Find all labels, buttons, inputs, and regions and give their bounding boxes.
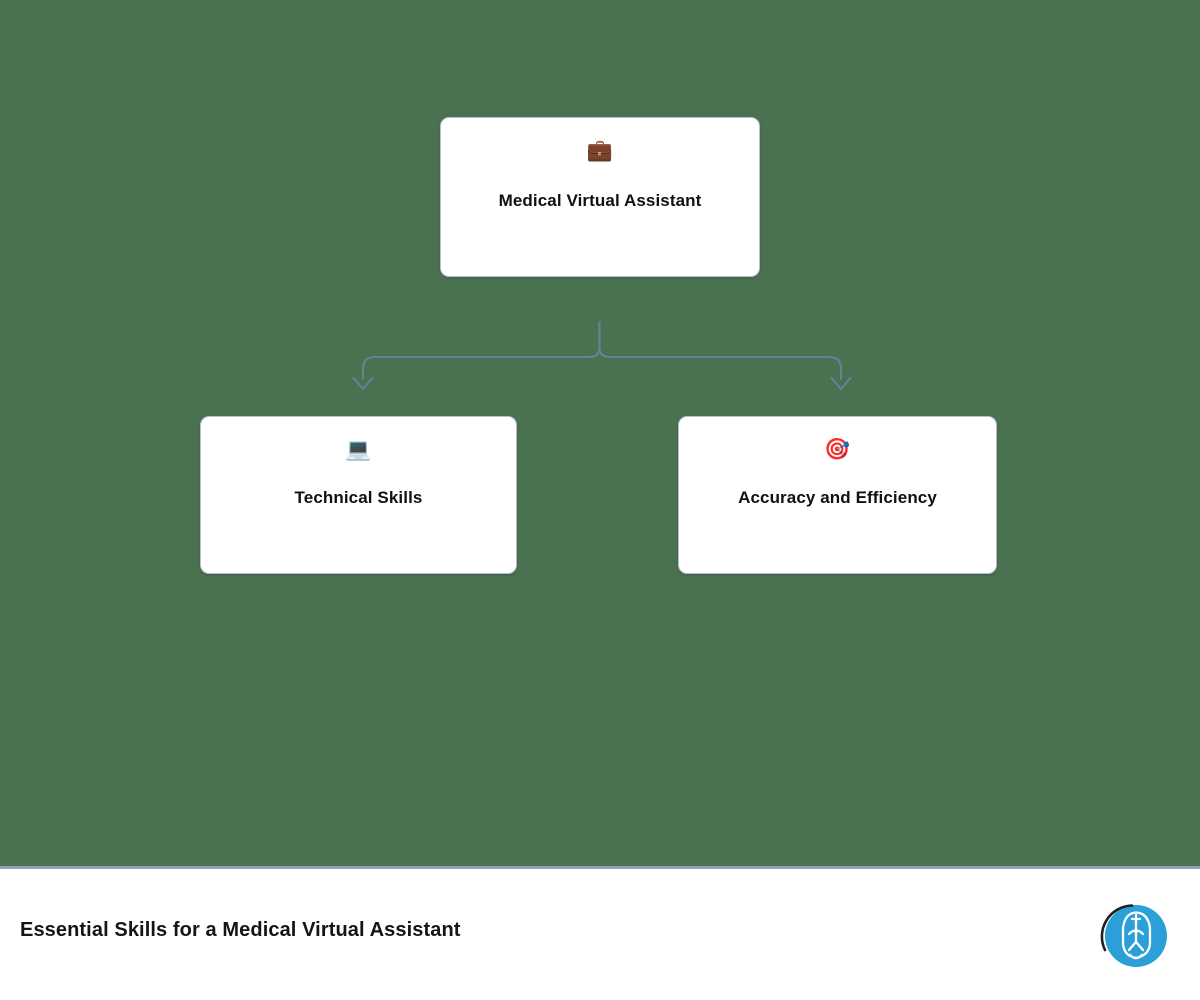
node-label: Accuracy and Efficiency (738, 488, 937, 507)
node-label: Technical Skills (294, 488, 423, 507)
connector-root-to-left (361, 320, 601, 381)
footer-title: Essential Skills for a Medical Virtual A… (20, 919, 461, 941)
arrowhead-right (830, 376, 852, 391)
logo-nurse-figure (1121, 911, 1152, 960)
logo-chin (1128, 953, 1144, 960)
logo-brow (1127, 929, 1145, 936)
logo-outer-arc (1100, 904, 1134, 952)
node-accuracy-and-efficiency[interactable]: 🎯 Accuracy and Efficiency (678, 416, 997, 574)
node-medical-virtual-assistant[interactable]: 💼 Medical Virtual Assistant (440, 117, 760, 277)
node-label: Medical Virtual Assistant (498, 191, 702, 210)
logo-inner-mark (1127, 920, 1145, 952)
diagram-canvas: 💼 Medical Virtual Assistant 💻 Technical … (0, 0, 1200, 866)
arrowhead-left (352, 376, 374, 391)
logo-head-outline-left (1121, 926, 1132, 958)
medical-virtual-assistant-logo (1100, 904, 1167, 967)
footer-bar: Essential Skills for a Medical Virtual A… (0, 866, 1200, 1000)
target-icon: 🎯 (824, 437, 851, 461)
logo-cross-icon (1130, 913, 1142, 925)
briefcase-icon: 💼 (586, 138, 614, 162)
laptop-icon: 💻 (345, 437, 372, 461)
logo-head-outline (1121, 911, 1152, 958)
node-technical-skills[interactable]: 💻 Technical Skills (200, 416, 517, 574)
connector-root-to-right (598, 320, 843, 381)
